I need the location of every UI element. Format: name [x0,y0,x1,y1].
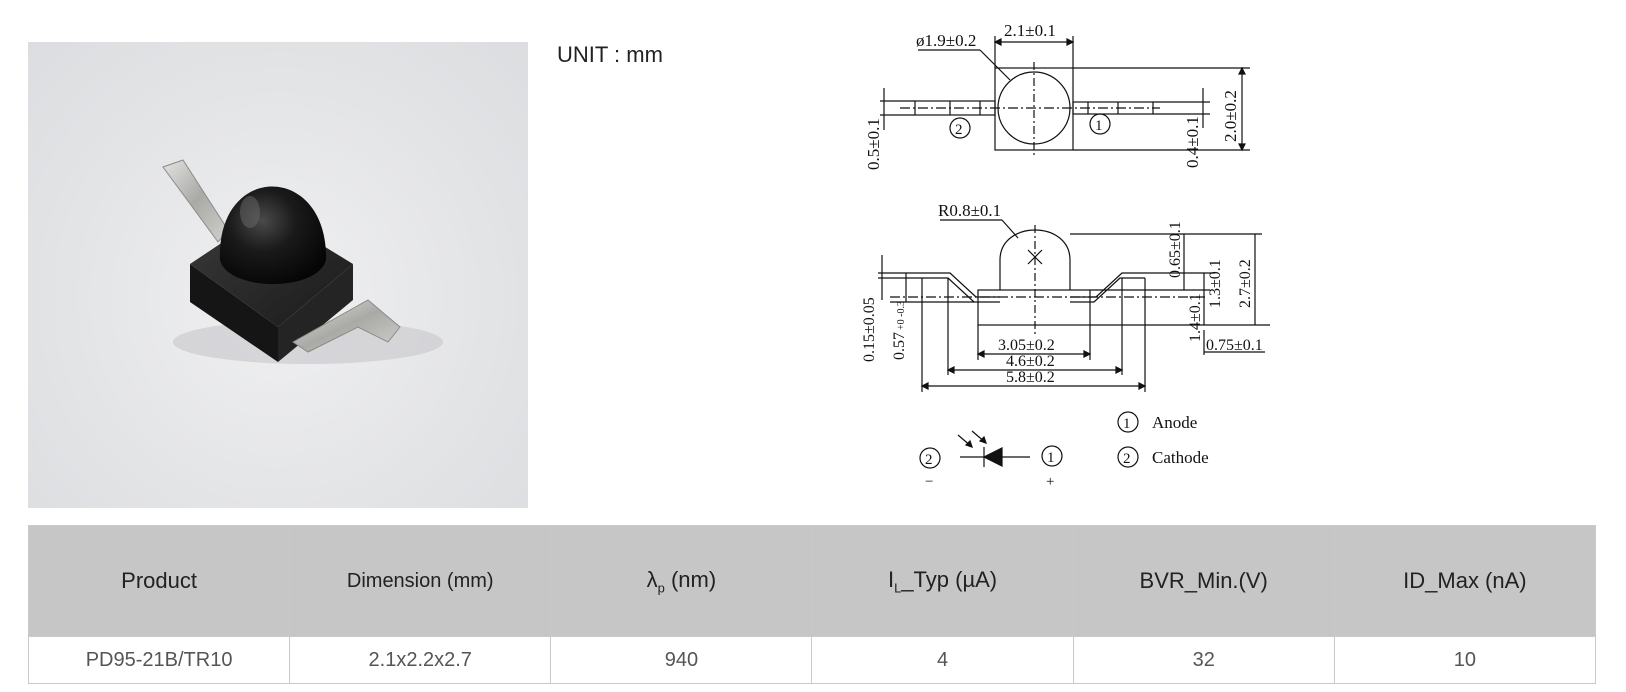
spec-table: Product Dimension (mm) λp (nm) IL_Typ (µ… [27,525,1597,684]
svg-text:2: 2 [1123,451,1131,467]
side-lead-offset-label: 0.57+0 -0.3 [891,301,908,360]
cell-breakdown-voltage: 32 [1072,636,1335,684]
cell-wavelength: 940 [550,636,813,684]
side-lead-thickness-label: 0.15±0.05 [861,297,878,362]
product-photo [28,42,528,508]
cell-dark-current: 10 [1333,636,1597,684]
side-body-width-label: 3.05±0.2 [998,337,1055,354]
photodiode-symbol: 2 − 1 + [919,430,1063,490]
schematic-plus: + [1046,474,1054,490]
side-upper-label: 1.3±0.1 [1207,259,1224,308]
side-radius-label: R0.8±0.1 [938,201,1001,220]
unit-label: UNIT : mm [557,42,663,67]
side-lead-width-label: 0.75±0.1 [1206,337,1263,354]
side-total-height-label: 2.7±0.2 [1237,259,1254,308]
side-view-body [977,289,1091,326]
side-total-width-label: 5.8±0.2 [1006,369,1055,386]
side-lead-span-label: 4.6±0.2 [1006,353,1055,370]
legend-anode: Anode [1152,413,1197,432]
top-left-lead-label: 0.5±0.1 [864,118,883,170]
dimension-drawing: 2.1±0.1 ø1.9±0.2 2.0±0.2 0.4±0.1 0.5±0.1… [861,21,1270,490]
svg-text:1: 1 [1095,118,1103,134]
side-view: R0.8±0.1 0.65±0.1 1.3±0.1 1.4±0.1 2.7±0.… [861,201,1270,392]
side-body-label: 1.4±0.1 [1187,293,1204,342]
svg-text:1: 1 [1123,416,1131,432]
cell-dimension: 2.1x2.2x2.7 [289,636,552,684]
table-header-row: Product Dimension (mm) λp (nm) IL_Typ (µ… [27,525,1597,637]
top-pin-2-marker [949,117,971,139]
legend-cathode: Cathode [1152,448,1209,467]
top-width-label: 2.1±0.1 [1004,21,1056,40]
schematic-pin-2: 2 [925,452,933,468]
header-breakdown-voltage: BVR_Min.(V) [1072,525,1335,637]
header-dark-current: ID_Max (nA) [1333,525,1597,637]
header-wavelength: λp (nm) [550,525,813,637]
pin-legend: 1 Anode 2 Cathode [1117,411,1209,468]
schematic-pin-1: 1 [1047,450,1055,466]
side-dome-label: 0.65±0.1 [1167,221,1184,278]
header-light-current: IL_Typ (µA) [811,525,1074,637]
top-height-label: 2.0±0.2 [1221,90,1240,142]
cell-light-current: 4 [811,636,1074,684]
header-product: Product [27,525,291,637]
top-pin-1-marker [1089,113,1111,135]
schematic-minus: − [925,474,933,490]
photodiode-image [162,159,443,364]
top-diameter-label: ø1.9±0.2 [916,31,976,50]
table-row: PD95-21B/TR10 2.1x2.2x2.7 940 4 32 10 [27,636,1597,684]
svg-text:2: 2 [955,122,963,138]
header-dimension: Dimension (mm) [289,525,552,637]
top-view: 2.1±0.1 ø1.9±0.2 2.0±0.2 0.4±0.1 0.5±0.1… [864,21,1250,170]
cell-product: PD95-21B/TR10 [27,636,291,684]
top-right-lead-label: 0.4±0.1 [1183,116,1202,168]
